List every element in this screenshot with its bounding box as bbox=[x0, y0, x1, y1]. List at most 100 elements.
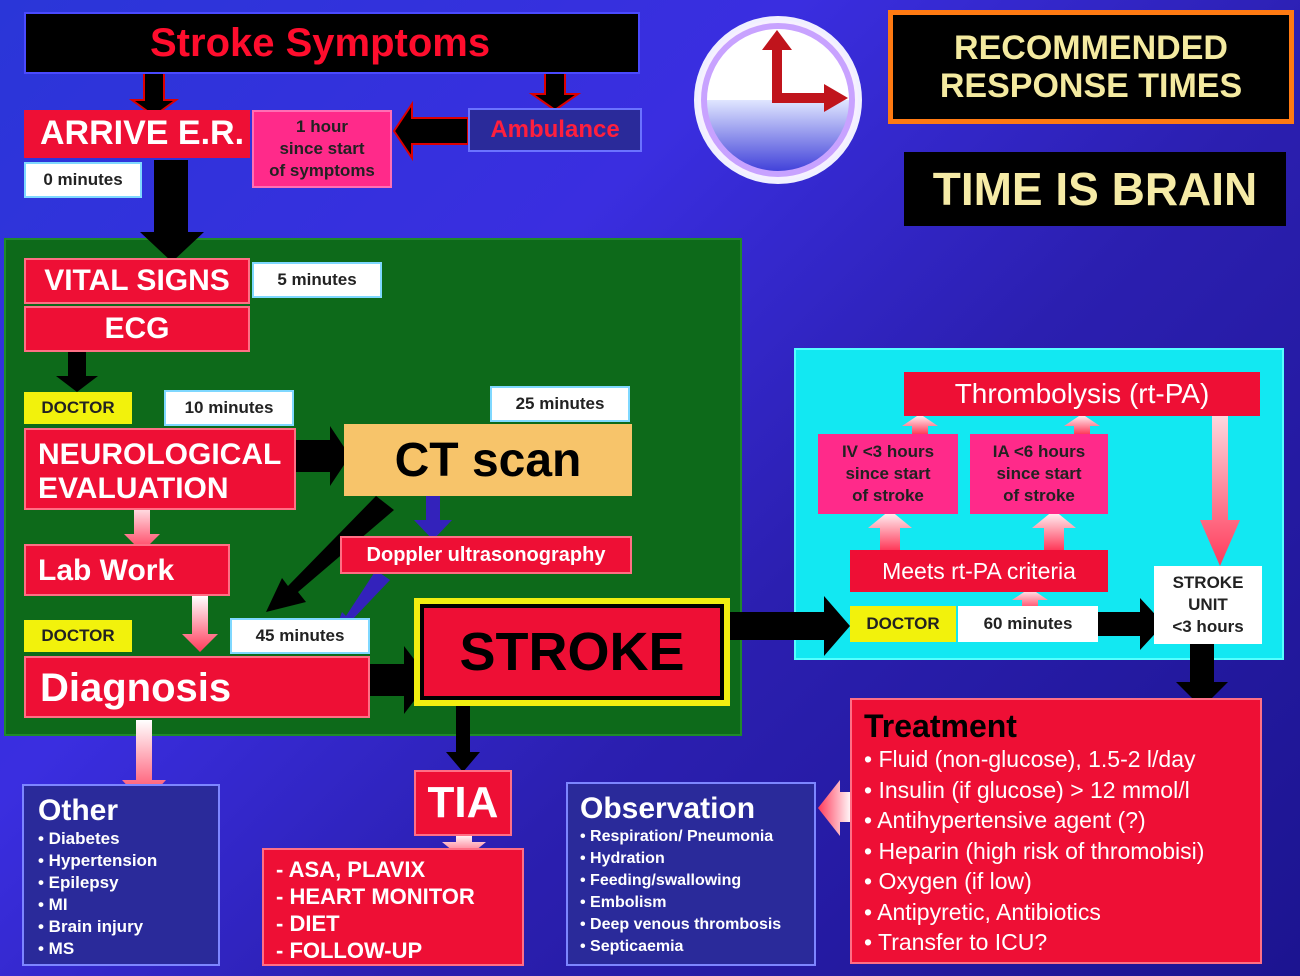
tia-action-item: - FOLLOW-UP bbox=[276, 938, 423, 963]
doppler-label: Doppler ultrasonography bbox=[366, 543, 606, 566]
tia-action-item: - ASA, PLAVIX bbox=[276, 857, 426, 882]
treatment-item: • Fluid (non-glucose), 1.5-2 l/day bbox=[864, 746, 1196, 772]
arrow-neuro-to-lab bbox=[124, 500, 160, 552]
iv-l3: of stroke bbox=[852, 486, 924, 505]
stroke-label: STROKE bbox=[459, 622, 685, 682]
one-hour-box: 1 hour since start of symptoms bbox=[252, 110, 392, 188]
doctor-badge-1: DOCTOR bbox=[24, 392, 132, 424]
doctor-1-text: DOCTOR bbox=[41, 398, 115, 417]
thrombolysis-label: Thrombolysis (rt-PA) bbox=[954, 378, 1210, 409]
time-is-brain-box: TIME IS BRAIN bbox=[904, 152, 1286, 226]
arrow-stroke-to-thrombolysis bbox=[720, 596, 850, 656]
stroke-frame: STROKE bbox=[414, 598, 730, 706]
treatment-item: • Heparin (high risk of thromobisi) bbox=[864, 837, 1205, 864]
ct-scan-box: CT scan bbox=[344, 424, 632, 496]
lab-work-label: Lab Work bbox=[38, 554, 175, 587]
neuro-l2: EVALUATION bbox=[38, 472, 229, 505]
treatment-item: • Oxygen (if low) bbox=[864, 868, 1032, 894]
observation-box: Observation • Respiration/ Pneumonia • H… bbox=[566, 782, 816, 966]
doctor-badge-2: DOCTOR bbox=[24, 620, 132, 652]
unit-l1: STROKE bbox=[1172, 573, 1244, 592]
doctor-2-text: DOCTOR bbox=[41, 626, 115, 645]
treatment-item: • Antipyretic, Antibiotics bbox=[864, 898, 1101, 925]
arrow-doctor-to-unit bbox=[1088, 598, 1164, 650]
observation-item: • Hydration bbox=[580, 850, 665, 867]
tia-box: TIA bbox=[414, 770, 512, 836]
treatment-list: • Fluid (non-glucose), 1.5-2 l/day • Ins… bbox=[864, 744, 1260, 958]
treatment-item: • Insulin (if glucose) > 12 mmol/l bbox=[864, 776, 1190, 803]
arrow-thrombolysis-to-unit bbox=[1200, 378, 1240, 566]
tia-action-item: - HEART MONITOR bbox=[276, 884, 475, 909]
ia-l2: since start bbox=[996, 464, 1082, 483]
other-item: • Hypertension bbox=[38, 851, 158, 870]
observation-item: • Respiration/ Pneumonia bbox=[580, 828, 774, 845]
ia-l1: IA <6 hours bbox=[992, 442, 1086, 461]
stroke-symptoms-title: Stroke Symptoms bbox=[150, 21, 491, 65]
stroke-symptoms-header: Stroke Symptoms bbox=[24, 12, 640, 74]
recommended-line2: RESPONSE TIMES bbox=[939, 67, 1243, 105]
fortyfive-minutes-badge: 45 minutes bbox=[230, 618, 370, 654]
observation-list: • Respiration/ Pneumonia • Hydration • F… bbox=[580, 826, 814, 958]
treatment-item: • Transfer to ICU? bbox=[864, 929, 1048, 955]
other-box: Other • Diabetes • Hypertension • Epilep… bbox=[22, 784, 220, 966]
diagnosis-box: Diagnosis bbox=[24, 656, 370, 718]
unit-l3: <3 hours bbox=[1172, 617, 1244, 636]
other-list: • Diabetes • Hypertension • Epilepsy • M… bbox=[38, 828, 218, 960]
arrow-lab-to-diagnosis bbox=[182, 596, 218, 652]
twentyfive-minutes-badge: 25 minutes bbox=[490, 386, 630, 422]
ia-l3: of stroke bbox=[1003, 486, 1075, 505]
diagnosis-label: Diagnosis bbox=[40, 666, 232, 710]
arrow-ct-to-45min bbox=[266, 496, 394, 612]
tia-label: TIA bbox=[427, 778, 499, 827]
arrow-ecg-to-doctor bbox=[56, 352, 98, 392]
criteria-box: Meets rt-PA criteria bbox=[850, 550, 1108, 592]
five-minutes-badge: 5 minutes bbox=[252, 262, 382, 298]
observation-item: • Embolism bbox=[580, 894, 667, 911]
tia-action-item: - DIET bbox=[276, 911, 340, 936]
recommended-line1: RECOMMENDED bbox=[954, 29, 1228, 67]
iv-box: IV <3 hours since start of stroke bbox=[818, 434, 958, 514]
arrow-ct-to-doppler bbox=[414, 496, 452, 540]
one-hour-l3: of symptoms bbox=[269, 161, 375, 180]
observation-item: • Deep venous thrombosis bbox=[580, 916, 782, 933]
ia-box: IA <6 hours since start of stroke bbox=[970, 434, 1108, 514]
observation-item: • Feeding/swallowing bbox=[580, 872, 742, 889]
ambulance-label: Ambulance bbox=[490, 116, 620, 143]
arrow-diagnosis-to-other bbox=[122, 720, 166, 804]
arrow-ambulance-to-er bbox=[392, 100, 469, 162]
doppler-box: Doppler ultrasonography bbox=[340, 536, 632, 574]
ecg-label: ECG bbox=[104, 312, 170, 345]
one-hour-l1: 1 hour bbox=[296, 117, 348, 136]
stroke-box: STROKE bbox=[420, 604, 724, 700]
twentyfive-minutes-text: 25 minutes bbox=[515, 394, 605, 413]
zero-minutes-text: 0 minutes bbox=[43, 170, 123, 189]
ecg-box: ECG bbox=[24, 306, 250, 352]
observation-title: Observation bbox=[580, 792, 756, 825]
fortyfive-minutes-text: 45 minutes bbox=[255, 626, 345, 645]
ten-minutes-badge: 10 minutes bbox=[164, 390, 294, 426]
thrombolysis-box: Thrombolysis (rt-PA) bbox=[904, 372, 1260, 416]
arrow-ia-to-thrombolysis bbox=[1064, 414, 1100, 434]
ct-scan-label: CT scan bbox=[394, 433, 582, 487]
treatment-title: Treatment bbox=[864, 708, 1017, 744]
observation-item: • Septicaemia bbox=[580, 938, 684, 955]
lab-work-box: Lab Work bbox=[24, 544, 230, 596]
unit-l2: UNIT bbox=[1188, 595, 1228, 614]
other-item: • MS bbox=[38, 939, 75, 958]
arrow-criteria-to-ia bbox=[1032, 510, 1076, 550]
tia-actions-box: - ASA, PLAVIX - HEART MONITOR - DIET - F… bbox=[262, 848, 524, 966]
tia-actions-list: - ASA, PLAVIX - HEART MONITOR - DIET - F… bbox=[276, 856, 522, 964]
clock-icon bbox=[694, 16, 862, 184]
arrow-iv-to-thrombolysis bbox=[902, 414, 938, 434]
iv-l2: since start bbox=[845, 464, 931, 483]
neuro-l1: NEUROLOGICAL bbox=[38, 438, 282, 471]
iv-l1: IV <3 hours bbox=[841, 442, 935, 461]
one-hour-l2: since start bbox=[279, 139, 365, 158]
other-item: • Epilepsy bbox=[38, 873, 119, 892]
time-is-brain-text: TIME IS BRAIN bbox=[932, 163, 1258, 215]
zero-minutes-badge: 0 minutes bbox=[24, 162, 142, 198]
recommended-box: RECOMMENDED RESPONSE TIMES bbox=[888, 10, 1294, 124]
arrive-er-box: ARRIVE E.R. bbox=[24, 110, 250, 158]
ten-minutes-text: 10 minutes bbox=[184, 398, 274, 417]
arrow-tia-to-actions bbox=[442, 834, 486, 860]
